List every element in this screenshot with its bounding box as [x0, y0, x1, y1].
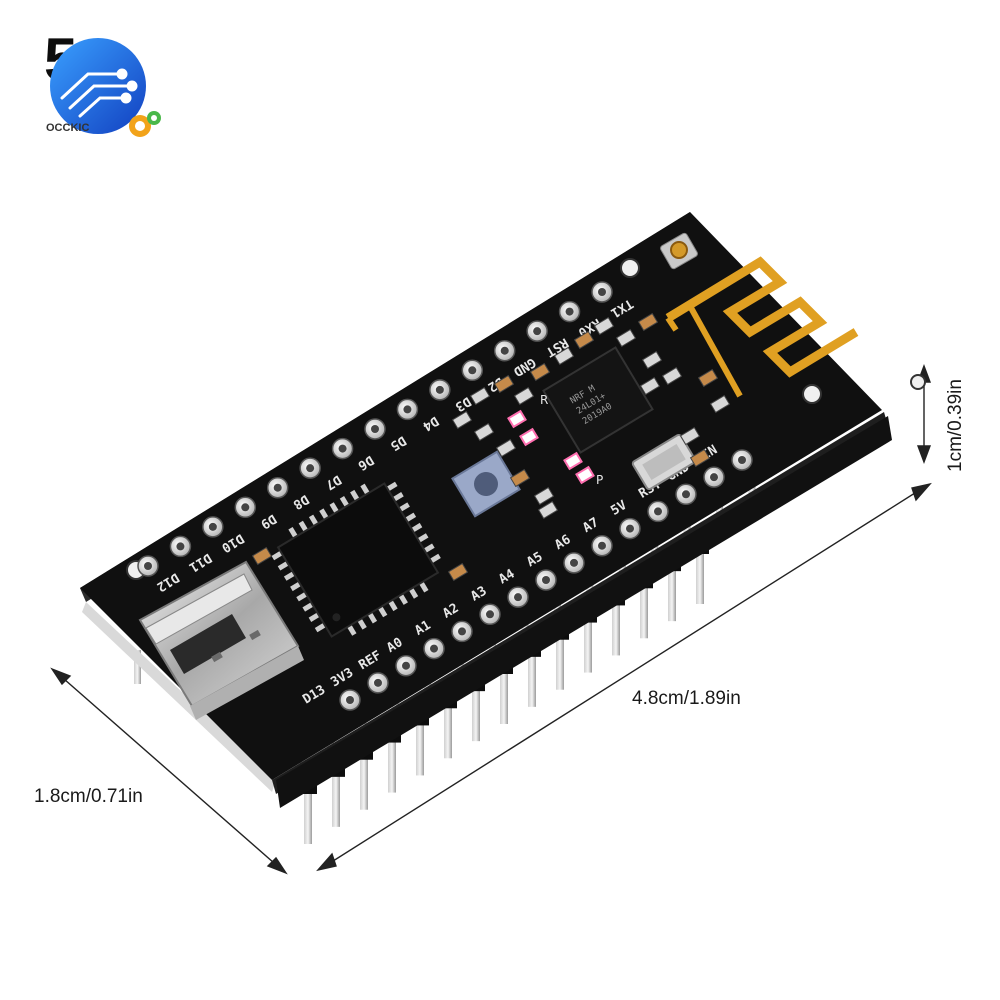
label-top-d4: D4: [420, 413, 441, 434]
label-bottom-a2: A2: [440, 601, 461, 622]
brand-name: OCCKIC: [46, 122, 90, 134]
label-bottom-a1: A1: [412, 618, 433, 639]
label-bottom-a3: A3: [468, 584, 489, 605]
dimension-width-arrow: [50, 667, 288, 875]
smd-part: [661, 366, 683, 386]
label-top-d8: D8: [290, 491, 311, 512]
smd-part: [709, 394, 731, 414]
label-top-d7: D7: [323, 471, 344, 492]
smd-part: [537, 500, 559, 520]
leds: R P: [507, 393, 603, 487]
label-top-d9: D9: [258, 511, 279, 532]
smd-part: [529, 362, 551, 382]
smd-part: [493, 374, 515, 394]
rf-chip: NRF M 24L01+ 2019A0: [542, 346, 654, 454]
dimension-length-label: 4.8cm/1.89in: [632, 688, 741, 709]
smd-part: [251, 546, 273, 566]
smd-part: [697, 368, 719, 388]
label-bottom-a6: A6: [552, 532, 573, 553]
smd-components: [251, 312, 731, 582]
gear-icon: [129, 111, 161, 137]
led-label-p: P: [596, 473, 603, 487]
smd-part: [451, 410, 473, 430]
dimension-width-label: 1.8cm/0.71in: [34, 786, 143, 807]
reset-button: [451, 450, 521, 518]
smd-part: [637, 312, 659, 332]
micro-usb-port: [138, 560, 304, 720]
smd-part: [679, 426, 701, 446]
smd-part: [509, 468, 531, 488]
smd-part: [513, 386, 535, 406]
dimension-length-arrow: [316, 482, 932, 872]
label-top-d3: D3: [452, 393, 473, 414]
smd-part: [553, 346, 575, 366]
label-top-d5: D5: [387, 432, 408, 453]
pcb-antenna: [665, 256, 859, 398]
label-bottom-a4: A4: [496, 566, 517, 587]
crystal-oscillator: [631, 433, 697, 491]
label-bottom-a7: A7: [580, 515, 601, 536]
smd-part: [469, 386, 491, 406]
label-bottom-5v: 5V: [608, 498, 629, 519]
smd-part: [447, 562, 469, 582]
ufl-connector: [660, 232, 698, 270]
label-bottom-a5: A5: [524, 549, 545, 570]
occkic-logo: [50, 38, 161, 137]
smd-part: [573, 330, 595, 350]
label-bottom-a0: A0: [384, 635, 405, 656]
bottom-pin-pads: [339, 449, 753, 711]
smd-part: [533, 486, 555, 506]
smd-part: [615, 328, 637, 348]
top-pin-pads: [137, 281, 613, 577]
mounting-holes: [126, 258, 926, 580]
label-top-d6: D6: [355, 452, 376, 473]
pcb-board: [80, 212, 892, 808]
smd-part: [639, 376, 661, 396]
smd-part: [593, 316, 615, 336]
dimension-height-label: 1cm/0.39in: [945, 379, 966, 472]
microcontroller-chip: [271, 481, 441, 638]
smd-part: [495, 438, 517, 458]
smd-part: [473, 422, 495, 442]
smd-part: [689, 448, 711, 468]
smd-part: [641, 350, 663, 370]
led-label-r: R: [540, 393, 548, 407]
